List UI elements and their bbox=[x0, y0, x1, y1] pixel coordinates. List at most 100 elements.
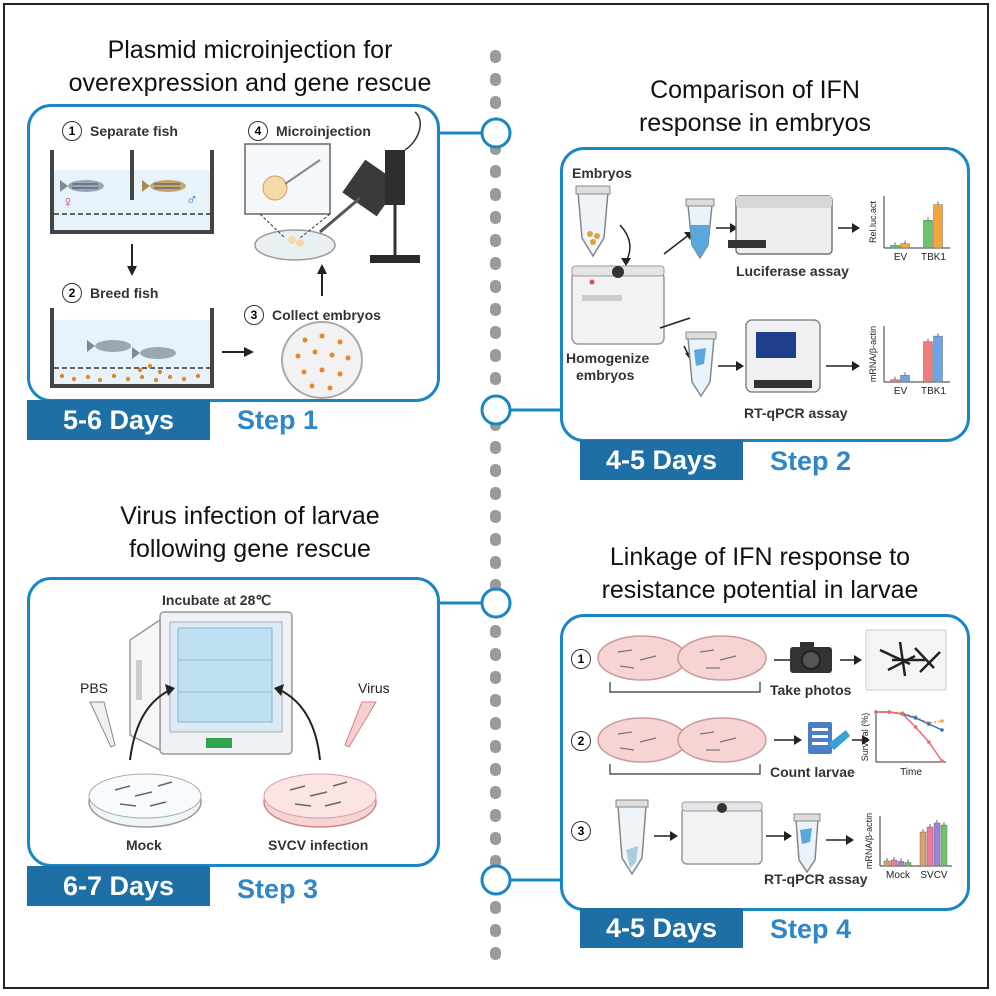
step2-label: Step 2 bbox=[770, 446, 852, 476]
step3-virus-label: Virus bbox=[358, 680, 390, 696]
timeline-dot bbox=[490, 464, 501, 477]
female-symbol: ♀ bbox=[62, 194, 74, 211]
x-tick-label: TBK1 bbox=[921, 386, 946, 397]
step4-label: Step 4 bbox=[770, 914, 852, 944]
data-point bbox=[874, 710, 878, 714]
step3-label: Step 3 bbox=[237, 874, 319, 904]
timeline-dot bbox=[490, 73, 501, 86]
step1-sub4-label: Microinjection bbox=[276, 123, 371, 139]
series-line bbox=[876, 711, 943, 724]
male-symbol: ♂ bbox=[186, 192, 198, 209]
tube-icon bbox=[615, 799, 649, 876]
survival-chart: Survival (%)Time bbox=[860, 710, 946, 778]
data-point bbox=[940, 728, 944, 732]
tube-icon bbox=[685, 331, 717, 398]
timeline-dot bbox=[490, 809, 501, 822]
data-point bbox=[927, 740, 931, 744]
tube-icon bbox=[575, 185, 611, 258]
zebrafish-icon bbox=[132, 347, 176, 359]
figure-frame bbox=[3, 3, 989, 989]
step2-title: Comparison of IFN response in embryos bbox=[555, 74, 955, 140]
pipette-icon bbox=[89, 701, 116, 748]
step1-days-badge: 5-6 Days bbox=[27, 400, 210, 440]
step3-title: Virus infection of larvae following gene… bbox=[30, 500, 470, 566]
step3-incubate-label: Incubate at 28℃ bbox=[162, 592, 272, 608]
step4-title-line2: resistance potential in larvae bbox=[601, 576, 919, 604]
timeline-dot bbox=[490, 349, 501, 362]
step4-n3: 3 bbox=[571, 821, 591, 841]
data-point bbox=[913, 725, 918, 729]
timeline-dot bbox=[490, 280, 501, 293]
timeline-dot bbox=[490, 326, 501, 339]
timeline-dot bbox=[490, 901, 501, 914]
dish-pair bbox=[597, 717, 767, 775]
data-point bbox=[900, 712, 905, 716]
svcv-dish bbox=[263, 773, 377, 828]
luciferase-reader-icon bbox=[728, 195, 833, 255]
timeline-dot bbox=[490, 786, 501, 799]
timeline-dot bbox=[490, 372, 501, 385]
timeline-dot bbox=[490, 165, 501, 178]
bar bbox=[926, 826, 934, 867]
timeline-dot bbox=[490, 556, 501, 569]
step1-sub2-number: 2 bbox=[62, 283, 82, 303]
zebrafish-icon bbox=[60, 180, 104, 192]
tube-icon bbox=[793, 813, 821, 874]
timeline-dot bbox=[490, 671, 501, 684]
timeline-dot bbox=[490, 50, 501, 63]
arrow-down-icon bbox=[127, 244, 137, 276]
step1-title-line1: Plasmid microinjection for bbox=[107, 36, 393, 64]
timeline-dot bbox=[490, 441, 501, 454]
step2-homogenize-line2: embryos bbox=[576, 367, 635, 383]
step2-luciferase-label: Luciferase assay bbox=[736, 263, 849, 279]
step2-title-line2: response in embryos bbox=[638, 109, 872, 137]
x-tick-label: EV bbox=[894, 386, 908, 397]
step4-title: Linkage of IFN response to resistance po… bbox=[540, 541, 980, 607]
homogenizer-icon bbox=[571, 265, 665, 345]
timeline-dot bbox=[490, 832, 501, 845]
camera-icon bbox=[790, 642, 832, 673]
homogenizer-icon bbox=[681, 801, 763, 865]
pipette-icon bbox=[344, 701, 377, 748]
microinjection-rig bbox=[244, 111, 421, 263]
larvae-photo bbox=[865, 629, 947, 691]
breed-tank bbox=[50, 308, 214, 388]
timeline-dot bbox=[490, 234, 501, 247]
step4-take-photos-label: Take photos bbox=[770, 682, 852, 698]
step4-n2: 2 bbox=[571, 731, 591, 751]
separate-tank bbox=[50, 150, 214, 234]
step4-n1: 1 bbox=[571, 649, 591, 669]
step2-days-badge: 4-5 Days bbox=[580, 440, 743, 480]
timeline-dot bbox=[490, 924, 501, 937]
x-tick-label: Mock bbox=[886, 870, 911, 881]
data-point bbox=[913, 716, 918, 720]
timeline-dot bbox=[490, 740, 501, 753]
step1-sub1-number: 1 bbox=[62, 121, 82, 141]
zebrafish-icon bbox=[142, 180, 186, 192]
step3-days-badge: 6-7 Days bbox=[27, 866, 210, 906]
step4-title-line1: Linkage of IFN response to bbox=[609, 543, 911, 571]
step1-title: Plasmid microinjection for overexpressio… bbox=[20, 34, 480, 100]
step2-homogenize-line1: Homogenize bbox=[566, 350, 650, 366]
dish-pair bbox=[597, 635, 767, 693]
x-tick-label: EV bbox=[894, 252, 908, 263]
x-tick-label: SVCV bbox=[920, 870, 948, 881]
incubator-icon bbox=[129, 611, 293, 755]
step4-rtqpcr-label: RT-qPCR assay bbox=[764, 871, 868, 887]
timeline-dot bbox=[490, 947, 501, 960]
step1-sub4-number: 4 bbox=[248, 121, 268, 141]
step2-rtqpcr-label: RT-qPCR assay bbox=[744, 405, 848, 421]
step1-sub2-label: Breed fish bbox=[90, 285, 159, 301]
step1-label: Step 1 bbox=[237, 405, 319, 435]
timeline-dot bbox=[490, 510, 501, 523]
bar bbox=[897, 861, 905, 867]
timeline-dot bbox=[490, 96, 501, 109]
series-line bbox=[876, 711, 943, 762]
